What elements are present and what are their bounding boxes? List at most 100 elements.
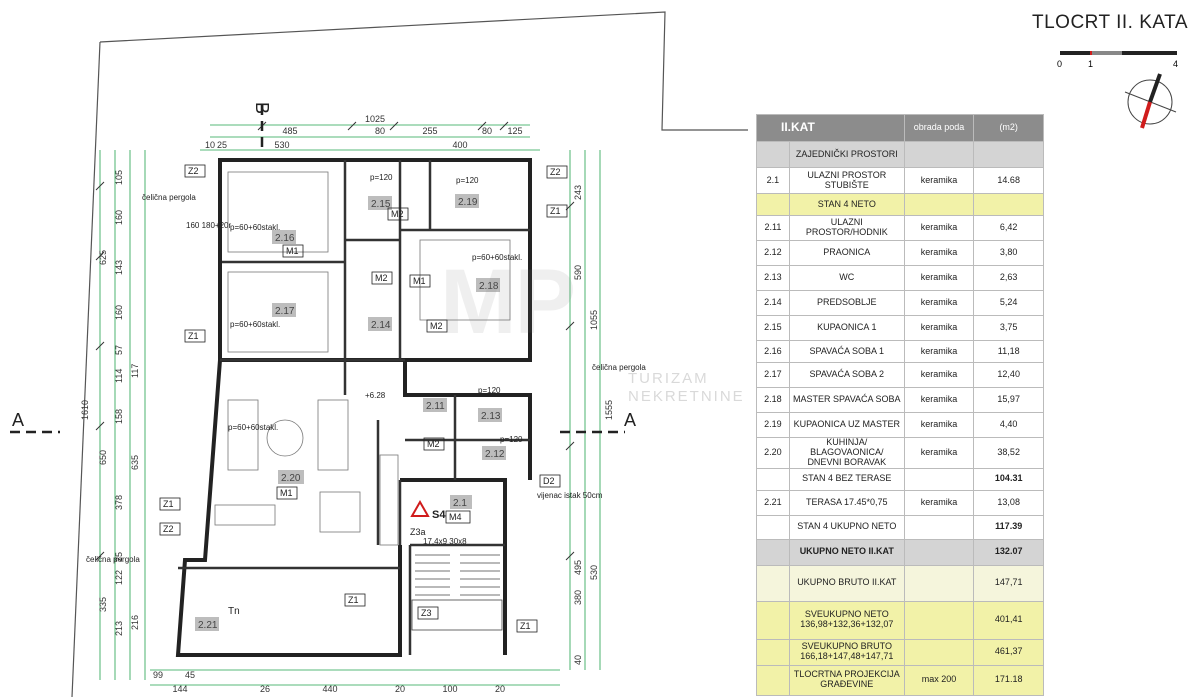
svg-text:2.16: 2.16 xyxy=(275,233,295,244)
svg-text:M2: M2 xyxy=(427,439,440,449)
svg-text:378: 378 xyxy=(114,495,124,510)
bottom-dimension-labels: 99 45 144 26 440 20 100 20 xyxy=(153,670,505,694)
table-cell-name: ULAZNI PROSTOR/HODNIK xyxy=(788,215,905,241)
svg-text:122: 122 xyxy=(114,570,124,585)
table-cell-num: 2.20 xyxy=(756,437,790,469)
table-cell-num xyxy=(756,538,790,566)
table-cell-area: 401,41 xyxy=(973,600,1044,640)
table-cell-floor xyxy=(903,514,975,540)
stair-marker-s4: S4 xyxy=(410,499,446,521)
furniture xyxy=(214,171,511,546)
svg-text:2.1: 2.1 xyxy=(453,498,467,509)
column-floor-header: obrada poda xyxy=(903,114,975,142)
svg-text:216: 216 xyxy=(130,615,140,630)
svg-text:2.19: 2.19 xyxy=(458,197,478,208)
svg-text:100: 100 xyxy=(442,684,457,694)
table-cell-name: ULAZNI PROSTOR STUBIŠTE xyxy=(788,167,905,194)
table-cell-num: 2.18 xyxy=(756,387,790,413)
svg-text:530: 530 xyxy=(274,140,289,150)
table-cell-num xyxy=(756,638,790,666)
svg-text:M2: M2 xyxy=(375,273,388,283)
svg-text:M1: M1 xyxy=(413,276,426,286)
table-cell-area: 117.39 xyxy=(973,514,1044,540)
svg-text:144: 144 xyxy=(172,684,187,694)
svg-text:158: 158 xyxy=(114,409,124,424)
column-area-header: (m2) xyxy=(973,114,1044,142)
table-cell-num: 2.19 xyxy=(756,412,790,438)
svg-text:114: 114 xyxy=(114,369,124,383)
left-dimension-labels: 1610 105 160 625 143 160 57 114 117 158 … xyxy=(80,170,140,636)
table-cell-floor: keramika xyxy=(903,387,975,413)
table-cell-area xyxy=(973,141,1044,168)
svg-text:Z1: Z1 xyxy=(163,499,174,509)
table-cell-name: STAN 4 UKUPNO NETO xyxy=(788,514,905,540)
svg-text:1055: 1055 xyxy=(589,310,599,330)
svg-text:M1: M1 xyxy=(286,246,299,256)
table-cell-floor xyxy=(903,193,975,216)
svg-text:45: 45 xyxy=(185,670,195,680)
table-row: SVEUKUPNO NETO 136,98+132,36+132,07 401,4… xyxy=(756,600,1044,640)
svg-text:Z2: Z2 xyxy=(163,524,174,534)
table-cell-num: 2.15 xyxy=(756,315,790,341)
table-cell-name: SVEUKUPNO BRUTO 166,18+147,48+147,71 xyxy=(788,638,905,666)
table-cell-floor xyxy=(903,600,975,640)
svg-text:Tn: Tn xyxy=(228,606,240,617)
table-cell-num: 2.13 xyxy=(756,265,790,291)
table-cell-area: 38,52 xyxy=(973,437,1044,469)
table-cell-num xyxy=(756,141,790,168)
watermark-text: TURIZAM NEKRETNINE xyxy=(628,370,745,406)
svg-text:495: 495 xyxy=(573,560,583,575)
svg-text:Z1: Z1 xyxy=(348,595,359,605)
svg-text:M2: M2 xyxy=(430,321,443,331)
scale-tick-4: 4 xyxy=(1173,59,1178,69)
table-cell-name: SPAVAĆA SOBA 2 xyxy=(788,362,905,388)
table-cell-name: STAN 4 NETO xyxy=(788,193,905,216)
table-cell-name: KUHINJA/ BLAGOVAONICA/ DNEVNI BORAVAK xyxy=(788,437,905,469)
svg-text:99: 99 xyxy=(153,670,163,680)
svg-text:117: 117 xyxy=(130,364,140,378)
svg-text:17,4x9 30x8: 17,4x9 30x8 xyxy=(423,537,467,546)
top-dimension-labels: 1025 485 80 255 80 125 10 25 530 400 xyxy=(205,114,523,150)
table-cell-floor: max 200 xyxy=(903,664,975,696)
table-cell-num xyxy=(756,600,790,640)
table-cell-area: 132.07 xyxy=(973,538,1044,566)
table-cell-name: SVEUKUPNO NETO 136,98+132,36+132,07 xyxy=(788,600,905,640)
table-cell-floor: keramika xyxy=(903,265,975,291)
svg-text:160 180+20r: 160 180+20r xyxy=(186,221,231,230)
svg-text:143: 143 xyxy=(114,260,124,275)
area-table: II.KAT obrada poda (m2) ZAJEDNIČKI PROST… xyxy=(756,114,1044,696)
table-cell-floor: keramika xyxy=(903,489,975,516)
svg-text:čelična pergola: čelična pergola xyxy=(142,193,196,202)
table-cell-area: 6,42 xyxy=(973,215,1044,241)
svg-text:57: 57 xyxy=(114,345,124,355)
table-row: STAN 4 UKUPNO NETO 117.39 xyxy=(756,514,1044,540)
table-cell-name: TERASA 17.45*0,75 xyxy=(788,489,905,516)
table-cell-floor xyxy=(903,638,975,666)
table-cell-num: 2.16 xyxy=(756,340,790,363)
svg-text:635: 635 xyxy=(130,455,140,470)
table-cell-area: 12,40 xyxy=(973,362,1044,388)
table-cell-name: STAN 4 BEZ TERASE xyxy=(788,467,905,491)
table-cell-name: MASTER SPAVAĆA SOBA xyxy=(788,387,905,413)
table-cell-floor: keramika xyxy=(903,437,975,469)
svg-text:2.17: 2.17 xyxy=(275,306,295,317)
svg-text:243: 243 xyxy=(573,185,583,200)
table-title: II.KAT xyxy=(756,114,905,142)
svg-text:2.20: 2.20 xyxy=(281,473,301,484)
table-cell-num: 2.17 xyxy=(756,362,790,388)
table-cell-num: 2.12 xyxy=(756,240,790,266)
table-cell-num xyxy=(756,514,790,540)
svg-text:2.21: 2.21 xyxy=(198,620,218,631)
